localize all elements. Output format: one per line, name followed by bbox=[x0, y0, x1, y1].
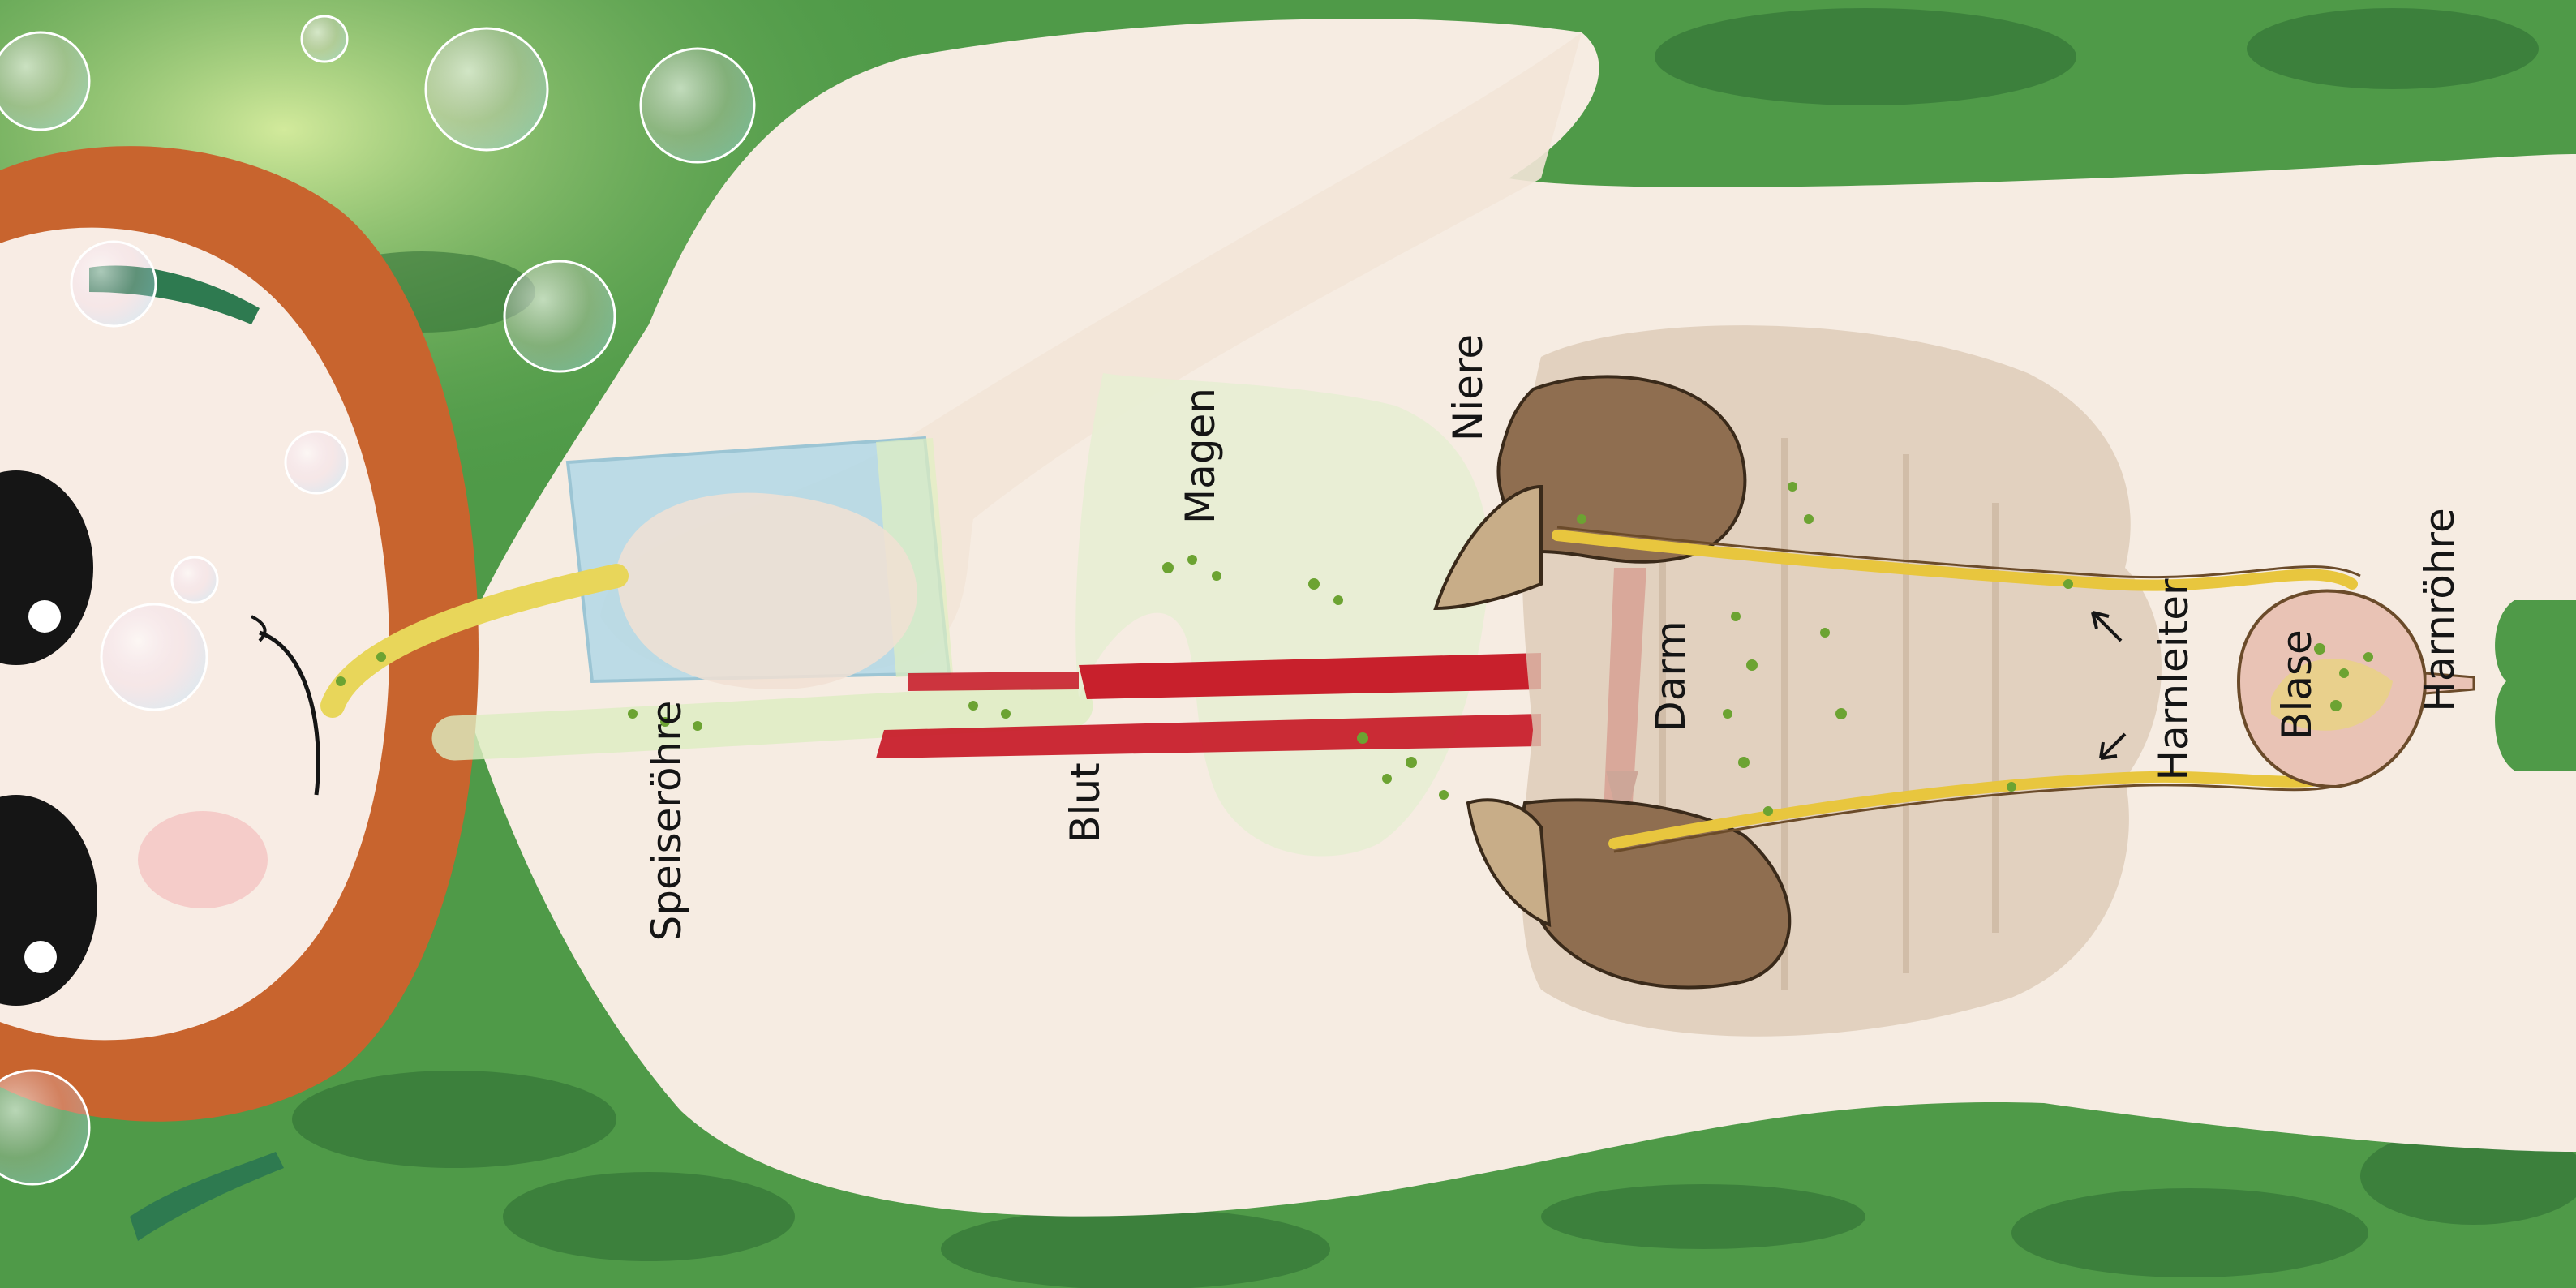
label-blut: Blut bbox=[1065, 762, 1106, 844]
label-harnroehre: Harnröhre bbox=[2419, 508, 2460, 712]
label-harnleiter: Harnleiter bbox=[2153, 578, 2194, 780]
label-magen: Magen bbox=[1180, 388, 1221, 524]
label-niere: Niere bbox=[1448, 334, 1488, 441]
label-darm: Darm bbox=[1651, 620, 1691, 732]
feet bbox=[2495, 600, 2576, 771]
label-blase: Blase bbox=[2277, 629, 2317, 740]
cheek-blush bbox=[138, 811, 268, 908]
label-speiseroehre: Speiseröhre bbox=[646, 701, 687, 942]
